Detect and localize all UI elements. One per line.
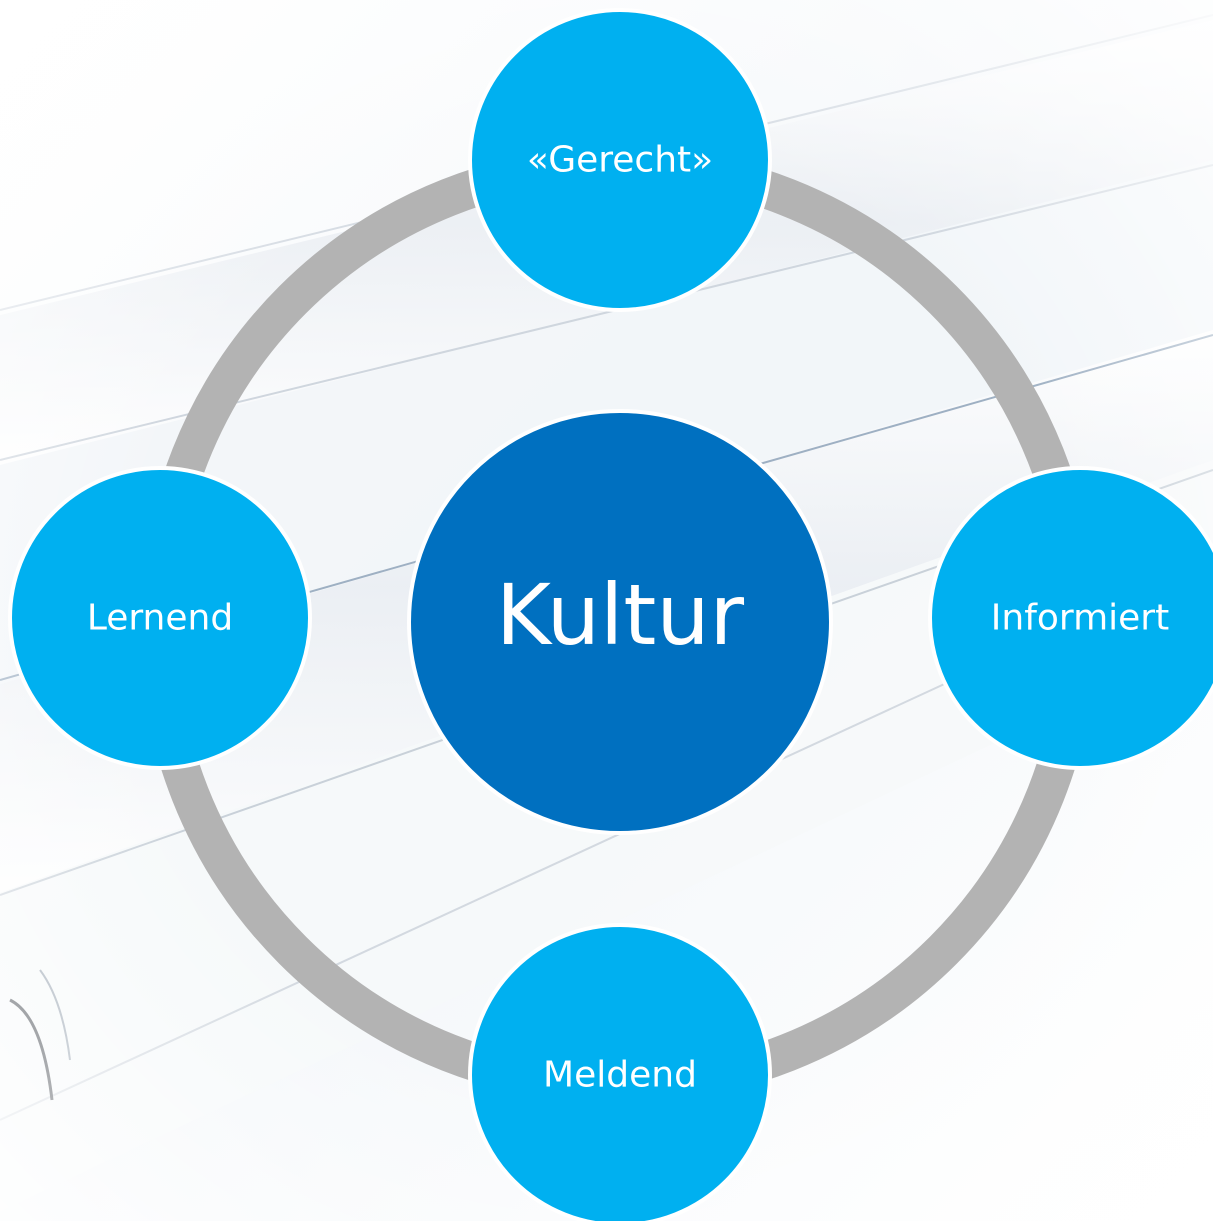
node-lernend-circle (8, 466, 312, 770)
node-lernend: Lernend (8, 466, 312, 770)
node-meldend: Meldend (468, 923, 772, 1221)
node-gerecht-circle (468, 8, 772, 312)
node-lernend-label: Lernend (87, 598, 233, 639)
center-label: Kultur (496, 566, 745, 664)
node-gerecht: «Gerecht» (468, 8, 772, 312)
node-informiert-label: Informiert (991, 598, 1169, 639)
node-gerecht-label: «Gerecht» (527, 140, 713, 181)
node-informiert: Informiert (928, 466, 1213, 770)
center-node: Kultur (407, 409, 833, 835)
node-informiert-circle (928, 466, 1213, 770)
center-circle (407, 409, 833, 835)
node-meldend-circle (468, 923, 772, 1221)
node-meldend-label: Meldend (543, 1055, 697, 1096)
